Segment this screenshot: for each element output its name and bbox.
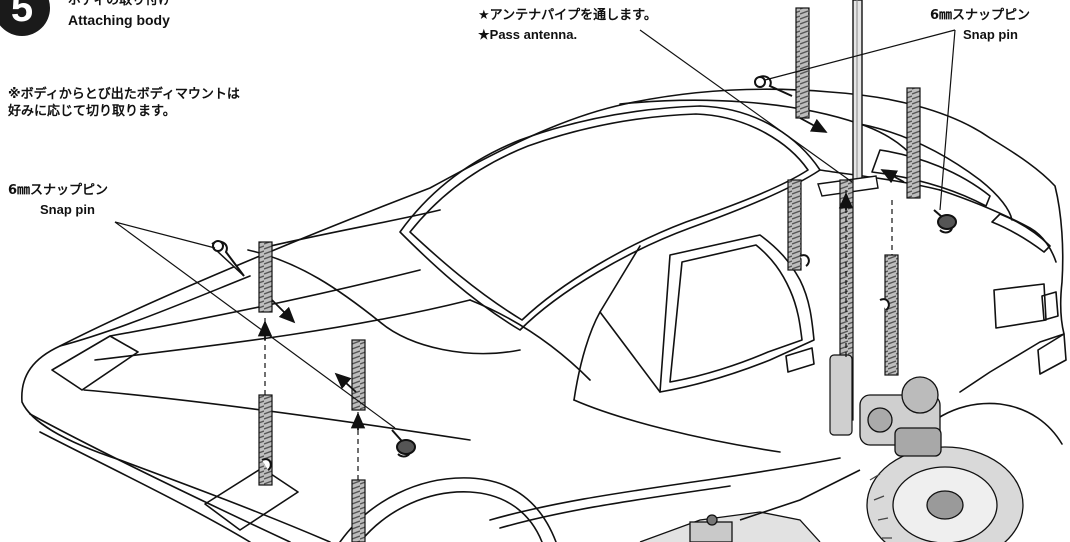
body-post-front-left-lower (258, 394, 273, 486)
linkage (739, 469, 861, 521)
side-window (659, 234, 815, 393)
guide-lines (114, 29, 956, 480)
a-pillar (573, 245, 641, 401)
rear-window-line (859, 123, 1013, 221)
snap-pin-small-3 (879, 298, 890, 311)
snap-pin-small-1 (799, 254, 810, 267)
gear-1 (901, 376, 939, 414)
front-wheel-arch-inner (359, 491, 543, 542)
rear-spoiler (991, 213, 1051, 253)
body-post-rear-mid (787, 179, 802, 271)
rear-quarter-window (871, 149, 991, 207)
snap-pin-front-left (211, 240, 245, 277)
body-post-front-center-lower (351, 479, 366, 542)
tire-tread (869, 473, 892, 539)
rear-bumper (1037, 333, 1067, 375)
roof-rear (819, 169, 941, 191)
leader-left-2 (114, 221, 396, 429)
hood-rear-edge (261, 209, 441, 249)
rear-quarter (939, 189, 1057, 263)
front-lip (29, 413, 291, 542)
door-handle (785, 347, 815, 373)
arrows (257, 117, 905, 430)
hood-line-1 (83, 389, 471, 441)
body-post-rear-top (795, 7, 810, 119)
snap-pin-rear-top (754, 75, 793, 97)
snap-pin-label-left-en: Snap pin (40, 202, 95, 217)
body-post-front-center (351, 339, 366, 411)
motor (894, 427, 942, 457)
snap-pin-label-left-jp: 6㎜スナップピン (8, 183, 109, 198)
side-window-inner (669, 244, 803, 383)
step-title-en: Attaching body (68, 12, 170, 28)
leader-antenna (639, 29, 853, 183)
taillight-2 (1041, 291, 1059, 321)
side-skirt-2 (499, 485, 731, 529)
leader-left-1 (114, 221, 216, 249)
snap-pin-label-right-en: Snap pin (963, 27, 1018, 42)
body-post-front-left (258, 241, 273, 313)
body-outline (21, 88, 1065, 542)
front-lip-2 (39, 431, 251, 542)
headlight-left (51, 335, 139, 391)
screw-1 (706, 514, 718, 526)
taillight (993, 283, 1047, 329)
snap-pin-label-right-jp: 6㎜スナップピン (930, 8, 1031, 23)
arrow-pin-rear-top (799, 117, 828, 133)
car-body (21, 88, 1067, 542)
hood-vent (247, 249, 521, 355)
body-side-upper (573, 399, 781, 453)
antenna-note-jp: ★アンテナパイプを通します。 (478, 8, 657, 23)
antenna-note-en: ★Pass antenna. (478, 27, 578, 42)
snap-pin-front-center (391, 429, 416, 458)
snap-pin-rear-right (933, 209, 957, 234)
note-jp-line-2: 好みに応じて切り取ります。 (8, 104, 176, 119)
arrow-pin-front-left (271, 299, 296, 324)
gear-2 (867, 407, 893, 433)
roof-line (619, 99, 921, 167)
arrow-pin-front-center (334, 372, 357, 393)
note-jp-line-1: ※ボディからとび出たボディマウントは (8, 87, 240, 102)
side-skirt (489, 457, 841, 521)
snap-pins (211, 75, 957, 471)
body-post-chassis-left (829, 354, 853, 436)
arrow-pin-rear-right (880, 169, 905, 184)
front-wheel-arch (339, 477, 557, 542)
hood-edge-left (59, 275, 251, 347)
body-post-rear-right (906, 87, 921, 199)
leader-right-2 (939, 29, 956, 211)
leader-right-1 (764, 29, 956, 81)
snap-pin-small-2 (261, 458, 272, 471)
windshield-inner (409, 113, 809, 321)
door-line (599, 311, 661, 393)
headlight-right (204, 467, 299, 531)
rear-hub (926, 490, 964, 520)
chassis (639, 376, 1024, 542)
body-post-rear-lower-right (884, 254, 899, 376)
antenna-pipe (817, 0, 879, 197)
hood-crease (94, 299, 471, 361)
step-title-jp: ボディの取り付け (68, 0, 172, 8)
